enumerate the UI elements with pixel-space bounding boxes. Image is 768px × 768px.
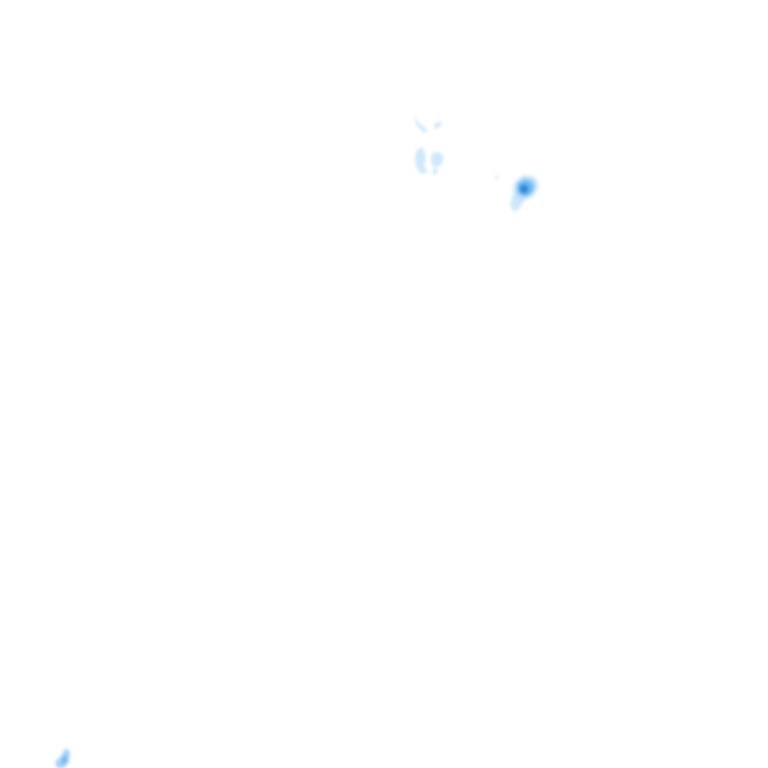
radar-echo-cluster-north: [414, 116, 499, 180]
radar-echo-cell-main: [510, 176, 538, 212]
radar-echo-fragment-southwest: [55, 748, 70, 768]
